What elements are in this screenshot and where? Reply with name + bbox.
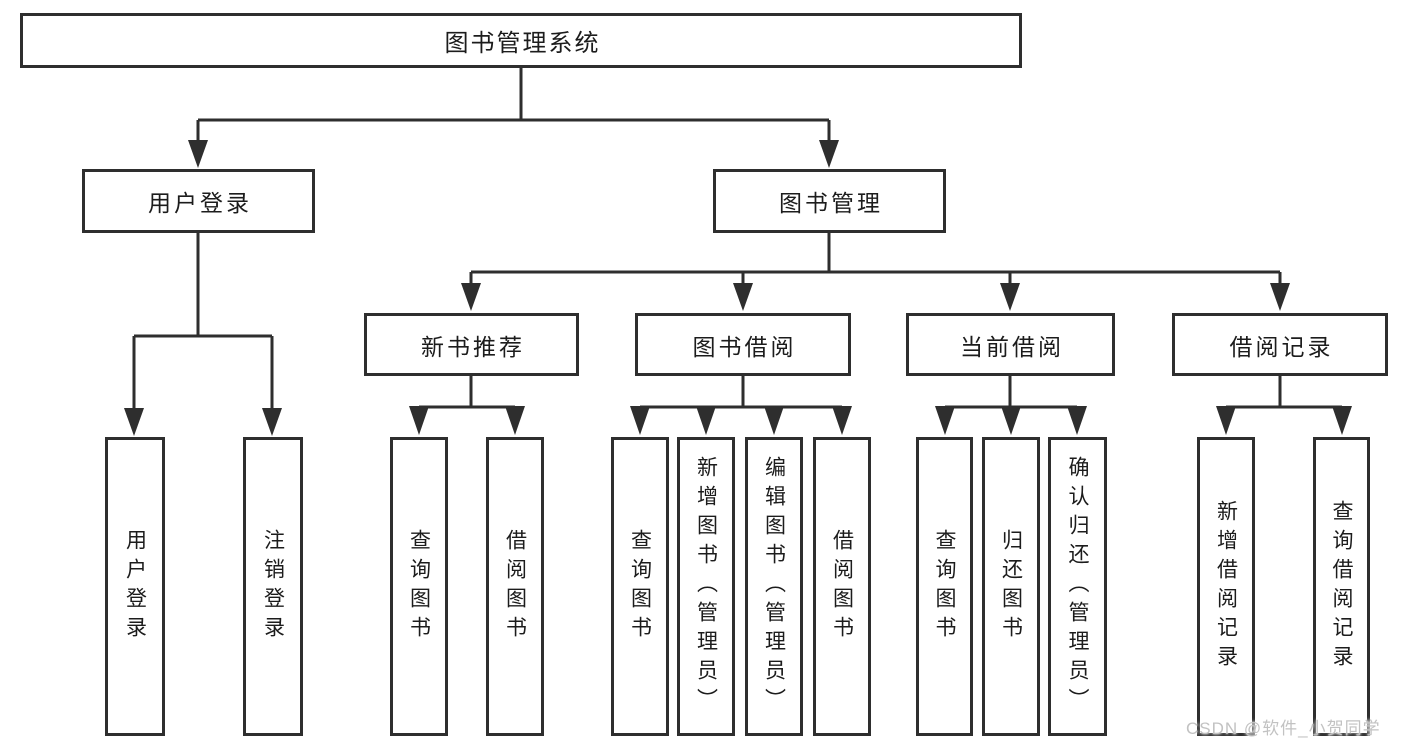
node-current-borrow: 当前借阅 [906,313,1115,376]
node-root: 图书管理系统 [20,13,1022,68]
edge-new-books-children [409,376,525,435]
leaf-user-login: 用户登录 [105,437,165,736]
leaf-current-return-books: 归还图书 [982,437,1040,736]
node-label: 编辑图书（管理员） [762,456,786,717]
node-label: 新书推荐 [421,333,525,360]
edge-book-borrow-children [630,376,852,435]
leaf-logout: 注销登录 [243,437,303,736]
leaf-records-add-record: 新增借阅记录 [1197,437,1255,736]
node-user-login: 用户登录 [82,169,315,233]
node-label: 借阅图书 [503,528,527,645]
node-book-borrow: 图书借阅 [635,313,851,376]
node-label: 当前借阅 [960,333,1064,360]
leaf-borrow-edit-books: 编辑图书（管理员） [745,437,803,736]
node-borrow-records: 借阅记录 [1172,313,1388,376]
leaf-borrow-borrow-books: 借阅图书 [813,437,871,736]
node-label: 确认归还（管理员） [1066,456,1089,717]
leaf-current-confirm-return: 确认归还（管理员） [1048,437,1107,736]
edge-book-mgmt-children [461,233,1290,311]
node-book-mgmt: 图书管理 [713,169,946,233]
csdn-watermark: CSDN @软件_小贺同学 [1186,719,1381,738]
node-label: 查询图书 [407,528,431,645]
edge-borrow-records-children [1216,376,1352,435]
node-label: 图书借阅 [692,333,797,360]
node-new-books: 新书推荐 [364,313,579,376]
edge-user-login-children [124,233,282,436]
node-label: 用户登录 [123,528,147,645]
node-label: 新增借阅记录 [1214,499,1238,674]
leaf-records-query-record: 查询借阅记录 [1313,437,1370,736]
node-label: 注销登录 [261,528,285,645]
node-label: 用户登录 [148,190,252,216]
edge-current-borrow-children [935,376,1087,435]
node-label: 查询图书 [628,528,652,645]
node-label: 查询借阅记录 [1330,499,1353,674]
node-label: 查询图书 [933,528,956,645]
node-label: 归还图书 [999,528,1023,645]
node-label: 图书管理系统 [444,30,601,57]
edge-root-children [188,68,839,168]
leaf-borrow-query-books: 查询图书 [611,437,669,736]
leaf-newbooks-query-books: 查询图书 [390,437,448,736]
node-label: 图书管理 [779,190,883,216]
node-label: 借阅图书 [830,528,854,645]
leaf-current-query-books: 查询图书 [916,437,973,736]
node-label: 借阅记录 [1229,333,1334,360]
leaf-newbooks-borrow-books: 借阅图书 [486,437,544,736]
leaf-borrow-add-books: 新增图书（管理员） [677,437,735,736]
node-label: 新增图书（管理员） [694,456,718,717]
